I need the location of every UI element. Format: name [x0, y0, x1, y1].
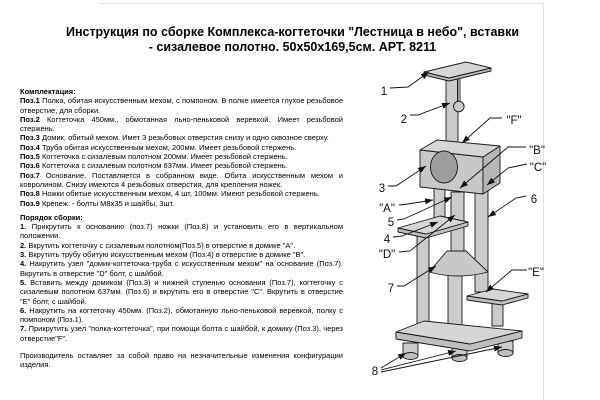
- label-1: 1: [381, 86, 387, 98]
- label-6: 6: [531, 194, 537, 206]
- page-title: Инструкция по сборке Комплекса-когтеточк…: [20, 25, 565, 55]
- label-D: "D": [379, 249, 395, 261]
- manufacturer-note: Производитель оставляет за собой право н…: [20, 351, 343, 370]
- leader-6: [487, 195, 527, 218]
- assembly-heading: Порядок сборки:: [20, 212, 83, 222]
- leader-5: [396, 196, 453, 221]
- leader-8b: [380, 350, 457, 371]
- part-item: Поз.5 Когтеточка с сизалевым полотном 20…: [20, 152, 288, 162]
- parts-heading: Комплектация:: [20, 87, 76, 96]
- left-pole-lower: [416, 230, 430, 328]
- part-item: Поз.9 Крепеж. - болты М8х35 и шайбы, 3шт…: [20, 198, 175, 208]
- page-edge-line-vertical: [543, 3, 544, 400]
- label-F: "F": [506, 115, 521, 127]
- label-B: "B": [529, 145, 545, 157]
- assembly-step: 1. Прикрутить к основанию (поз.7) ножки …: [20, 222, 343, 241]
- part-item: Поз.2 Когтеточка 450мм., обмотанная льно…: [20, 114, 343, 134]
- assembly-step: 7. Прикрутить узел "полка-когтеточка", п…: [20, 324, 343, 343]
- top-shelf-top: [423, 61, 492, 79]
- cat-tree-structure: [395, 61, 529, 362]
- label-C: "C": [530, 162, 546, 174]
- leader-B: [459, 146, 526, 189]
- part-item: Поз.8 Ножки обитые искусственным мехом, …: [20, 189, 320, 199]
- leader-4: [392, 221, 439, 238]
- part-item: Поз.1 Полка, обитая искусственным мехом,…: [20, 96, 343, 115]
- part-item: Поз.6 Когтеточка с сизалевым полотном 63…: [20, 161, 288, 171]
- part-item: Поз.4 Труба обитая искусственным мехом, …: [20, 142, 297, 152]
- leader-F: [461, 117, 502, 144]
- label-2: 2: [401, 114, 407, 126]
- leader-lines: [380, 71, 528, 373]
- label-8: 8: [372, 366, 378, 378]
- assembly-step: 4. Накрутить узел "домик-когтеточка-труб…: [20, 259, 344, 278]
- label-5: 5: [388, 217, 394, 229]
- instruction-text: Комплектация: Поз.1 Полка, обитая искусс…: [20, 87, 343, 370]
- leader-D: [398, 214, 456, 253]
- assembly-step: 3. Вкрутить трубу обитую искусственным м…: [20, 250, 306, 260]
- label-4: 4: [384, 234, 391, 246]
- assembly-diagram: 1 2 "F" "B" "C" 3 "A" 5 4 "D" 6 7 "E" 8: [372, 61, 546, 378]
- leader-8c: [380, 345, 503, 373]
- pompom-ball: [453, 100, 465, 113]
- leader-7: [397, 265, 437, 287]
- part-item: Поз.7 Основание. Поставляется в собранно…: [20, 170, 343, 189]
- leader-8a: [380, 352, 407, 369]
- base-top: [395, 320, 523, 345]
- assembly-step: 6. Накрутить на когтеточку 450мм. (Поз.2…: [20, 305, 343, 325]
- house-top: [419, 139, 501, 158]
- leader-3: [388, 165, 427, 187]
- page-title-line1: Инструкция по сборке Комплекса-когтеточк…: [65, 25, 520, 39]
- assembly-step: 5. Вставить между домиком (Поз.3) и нижн…: [20, 277, 343, 306]
- leader-A: [398, 198, 434, 206]
- diagram-labels: 1 2 "F" "B" "C" 3 "A" 5 4 "D" 6 7 "E" 8: [372, 86, 546, 378]
- lower-step-top: [466, 288, 529, 302]
- house-hole: [430, 150, 458, 184]
- base-leg: [402, 342, 419, 360]
- label-E: "E": [528, 267, 544, 279]
- leader-2: [410, 102, 451, 116]
- label-3: 3: [379, 183, 385, 195]
- page-edge-line-horizontal: [100, 3, 543, 4]
- leader-E: [485, 269, 527, 293]
- label-A: "A": [379, 203, 395, 215]
- leader-1: [389, 71, 430, 89]
- page-title-line2: - сизалевое полотно. 50х50х169,5см. АРТ.…: [148, 40, 437, 54]
- post-sisal-637: [474, 184, 489, 293]
- leader-C: [486, 163, 528, 186]
- label-7: 7: [388, 283, 394, 295]
- assembly-step: 2. Вкрутить когтеточку с сизалевым полот…: [20, 240, 296, 250]
- scratch-pole-450: [445, 76, 459, 148]
- part-item: Поз.3 Домик, обитый мехом. Имет 3 резьбо…: [20, 133, 329, 143]
